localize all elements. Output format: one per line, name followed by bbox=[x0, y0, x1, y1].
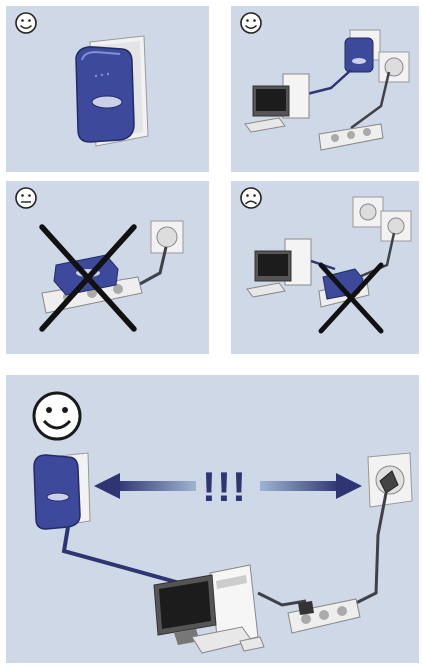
panel-adapter-closeup bbox=[6, 6, 209, 172]
powerline-adapter bbox=[34, 455, 80, 529]
frown-icon bbox=[241, 188, 261, 208]
neutral-face-icon bbox=[16, 188, 36, 208]
wall-sockets bbox=[353, 197, 411, 241]
panel-correct-wall-setup bbox=[231, 6, 419, 172]
panel-adapter-on-strip-wrong bbox=[6, 181, 209, 354]
power-strip bbox=[288, 599, 360, 633]
computer bbox=[154, 565, 264, 653]
ethernet-cable bbox=[64, 527, 194, 587]
smiley-icon bbox=[16, 13, 36, 33]
panel-pc-strip-wrong bbox=[231, 181, 419, 354]
computer bbox=[245, 74, 309, 132]
arrow-right bbox=[260, 473, 362, 499]
computer bbox=[247, 239, 311, 297]
powerline-adapter bbox=[76, 47, 134, 142]
wall-socket-right bbox=[368, 453, 412, 507]
panel-distance-warning: !!! bbox=[6, 375, 419, 663]
smiley-icon bbox=[34, 393, 80, 439]
smiley-icon bbox=[241, 13, 261, 33]
power-cable bbox=[348, 493, 386, 607]
warning-exclamation: !!! bbox=[202, 463, 247, 511]
powerline-adapter bbox=[345, 38, 373, 72]
ethernet-cable bbox=[307, 70, 351, 94]
arrow-left bbox=[94, 473, 196, 499]
